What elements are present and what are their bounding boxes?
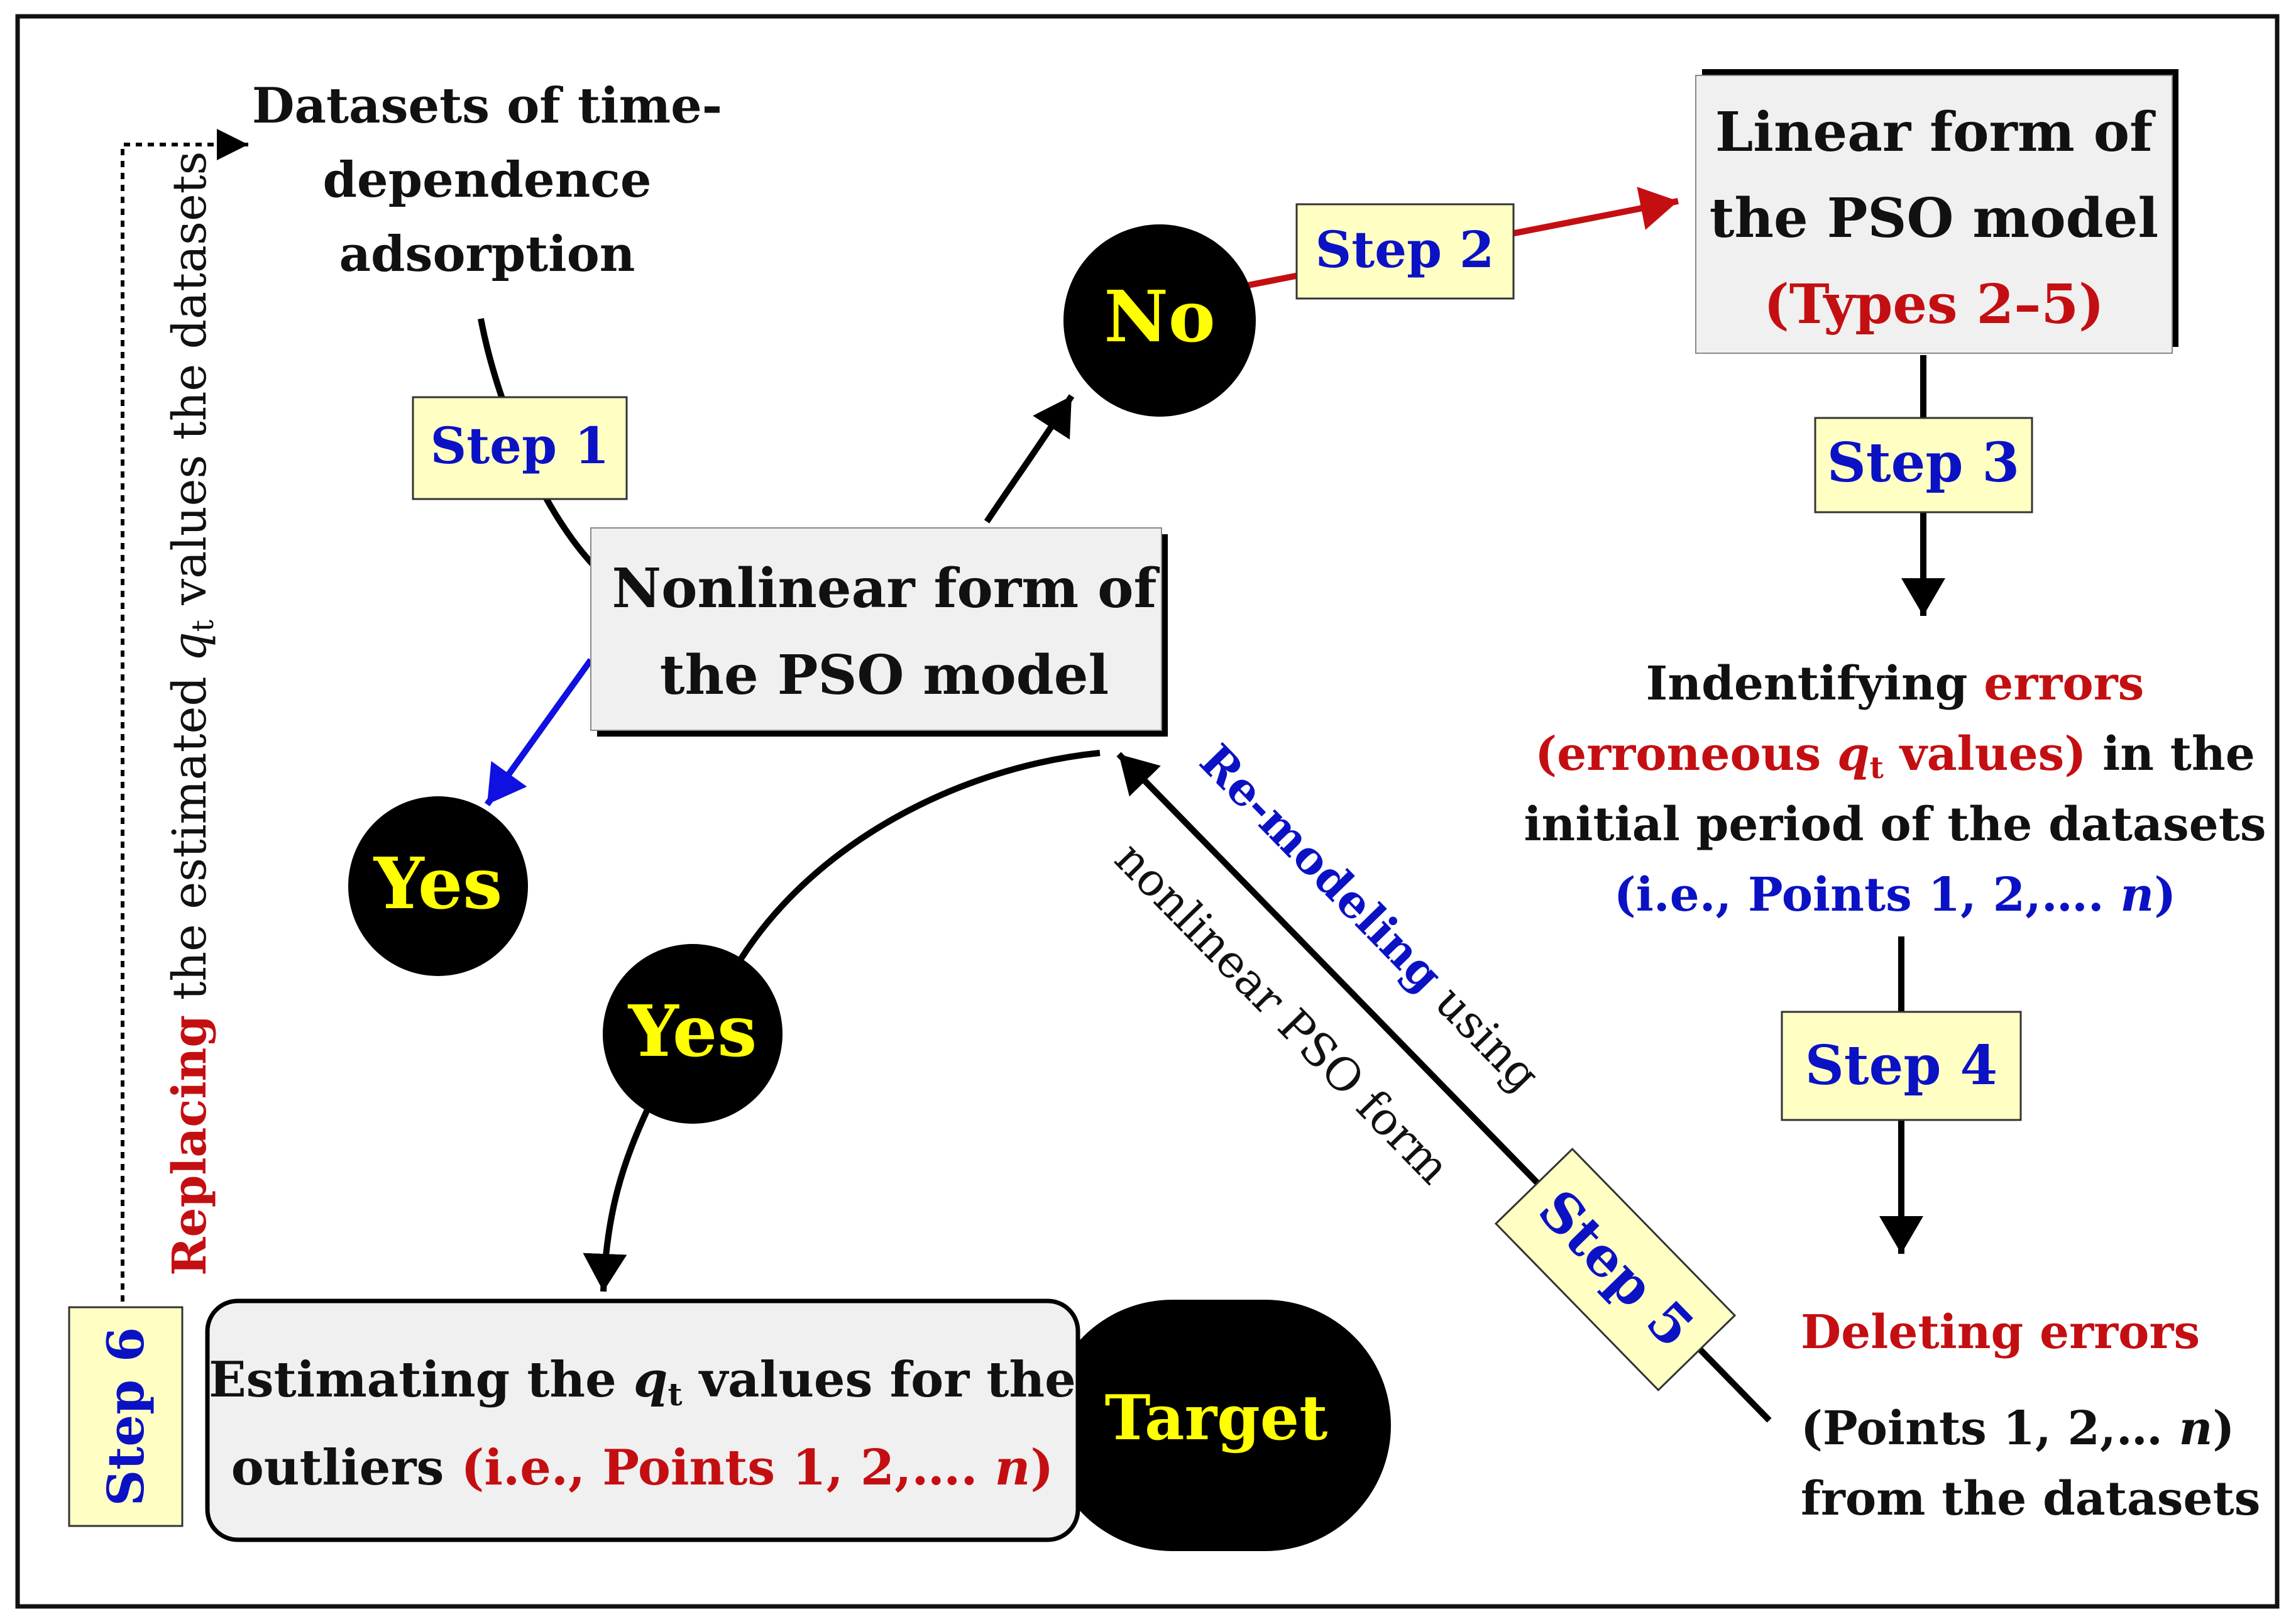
linear-box-line3: (Types 2–5) [1764,273,2104,336]
step1-text: Step 1 [430,416,609,475]
yes-left-label: Yes [373,843,503,925]
identify-line1: Indentifying errors [1646,657,2145,711]
no-circle [1063,224,1256,417]
step6-text: Step 6 [96,1327,155,1506]
remodel-text-line2: nonlinear PSO form [1105,831,1461,1194]
remodel-line1: Re-modeling using [1190,734,1551,1102]
nonlinear-pso-box: Nonlinear form of the PSO model [590,527,1168,737]
datasets-line3: adsorption [339,226,635,283]
yes-center-label: Yes [628,990,757,1073]
arrow-nonlinear-to-yes-left [484,658,594,806]
deleting-line3: from the datasets [1801,1472,2260,1526]
datasets-line1: Datasets of time- [252,77,722,134]
step1-label: Step 1 [412,396,628,500]
linear-pso-box: Linear form of the PSO model (Types 2–5) [1695,69,2178,354]
deleting-errors-text: Deleting errors (Points 1, 2,… n) from t… [1801,1305,2260,1526]
estimating-line2: outliers (i.e., Points 1, 2,…. n) [231,1439,1054,1496]
yes-center-circle [603,944,783,1124]
identify-line3: initial period of the datasets [1524,798,2266,852]
identify-line4: (i.e., Points 1, 2,…. n) [1614,868,2176,922]
target-circle [1046,1300,1391,1551]
replacing-line: Replacing the estimated qt values the da… [163,151,221,1276]
step5-label: Step 5 [1494,1148,1737,1391]
arrow-yes-center-to-estimating [583,1101,654,1292]
replacing-text: Replacing the estimated qt values the da… [163,151,221,1276]
step2-text: Step 2 [1315,220,1494,279]
yes-left-circle [348,796,528,976]
step4-label: Step 4 [1781,1011,2022,1121]
identify-errors-text: Indentifying errors (erroneous qt values… [1524,657,2266,922]
no-label: No [1104,276,1215,358]
step3-label: Step 3 [1814,417,2033,513]
outer-frame [15,14,2280,1609]
step4-text: Step 4 [1805,1034,1997,1097]
step3-text: Step 3 [1827,431,2019,495]
datasets-line2: dependence [322,151,651,209]
identify-line2: (erroneous qt values) in the [1535,727,2255,786]
estimating-box: Estimating the qt values for the outlier… [205,1298,1080,1542]
nonlinear-box-line1: Nonlinear form of [612,557,1160,620]
deleting-line2: (Points 1, 2,… n) [1801,1402,2234,1456]
remodel-line2: nonlinear PSO form [1105,831,1461,1194]
step2-label: Step 2 [1295,203,1515,300]
arrow-nonlinear-to-no [984,394,1075,524]
nonlinear-box-line2: the PSO model [660,644,1109,707]
linear-box-line2: the PSO model [1710,187,2158,250]
estimating-line1: Estimating the qt values for the [209,1351,1076,1413]
connector-nonlinear-to-yes-center [732,750,1101,970]
remodel-text: Re-modeling using [1190,734,1551,1102]
deleting-line1: Deleting errors [1801,1305,2200,1359]
step6-label: Step 6 [68,1306,184,1527]
target-label: Target [1105,1382,1328,1454]
linear-box-line1: Linear form of [1715,101,2156,164]
datasets-text: Datasets of time- dependence adsorption [252,77,722,283]
